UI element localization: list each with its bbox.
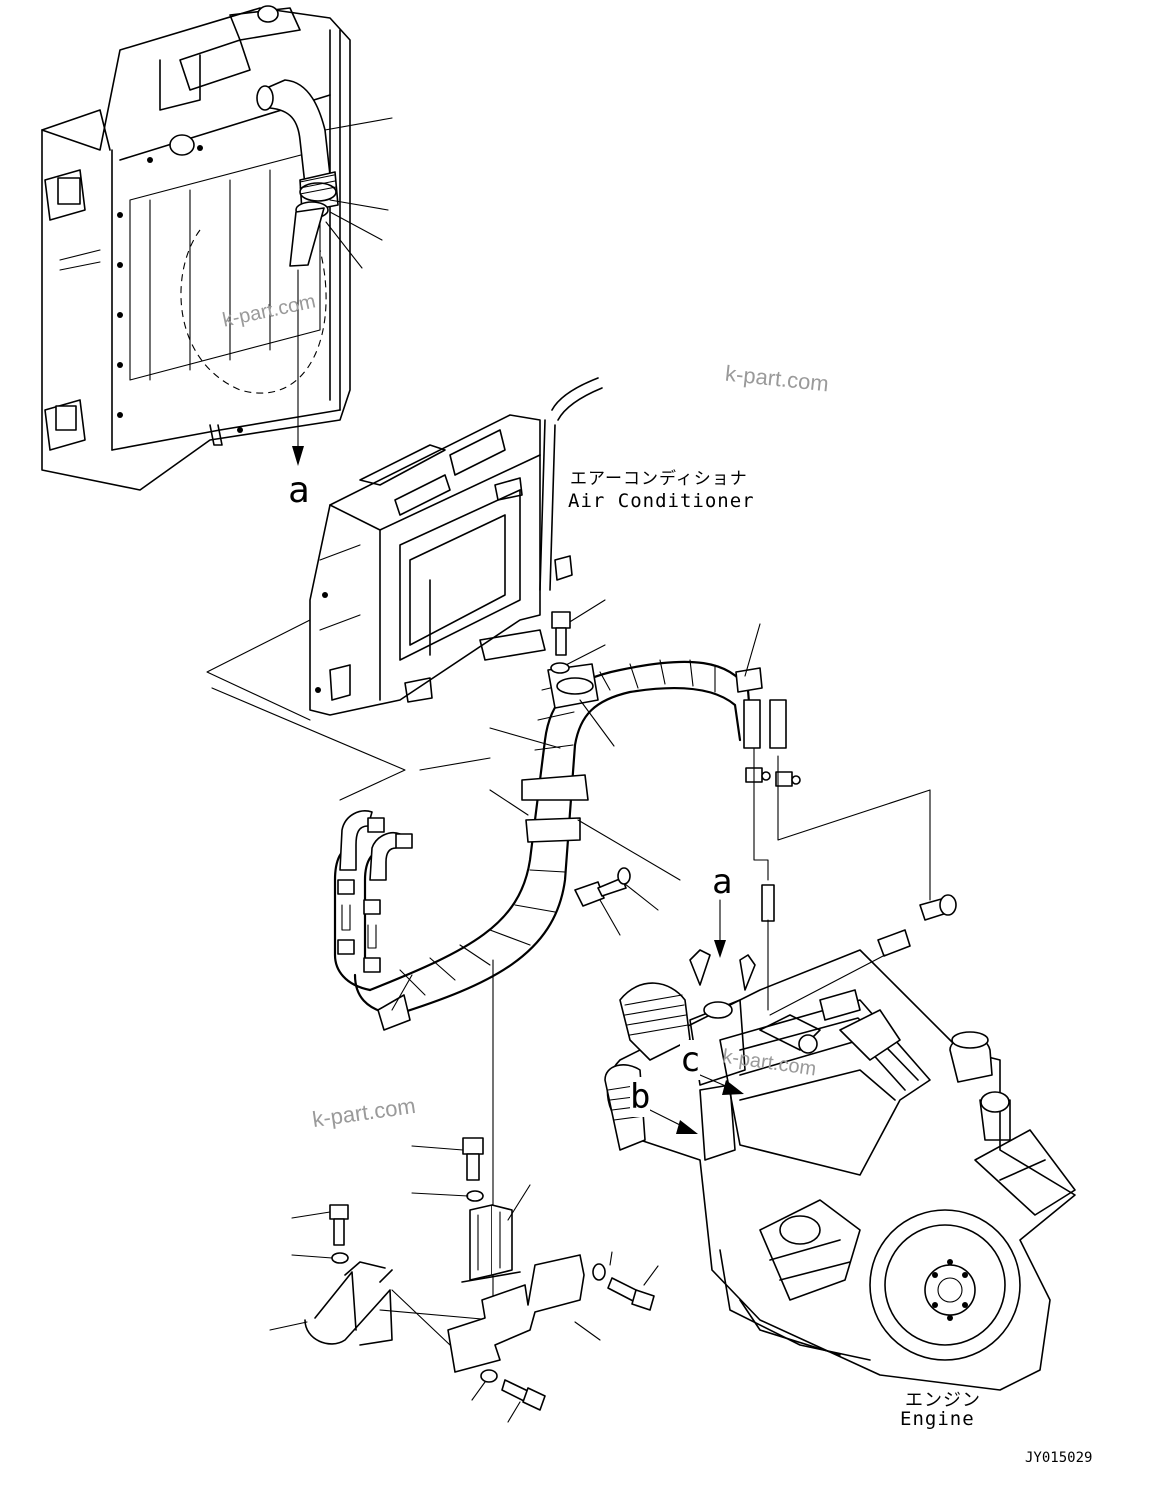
spiral-hose-harness [333,599,931,1321]
engine-label-jp: エンジン [905,1390,981,1411]
drawing-code: JY015029 [1025,1450,1093,1466]
air-conditioner-unit [206,377,603,801]
air-conditioner-label-jp: エアーコンディショナ [570,469,748,489]
engine-label-en: Engine [900,1408,975,1430]
mounting-brackets [269,1137,659,1423]
view-marker-b: b [630,1077,651,1117]
view-marker-a-engine: a [712,862,733,902]
air-conditioner-label-en: Air Conditioner [568,490,755,512]
view-marker-a-radiator: a [288,470,310,511]
view-marker-c: c [680,1040,701,1080]
radiator-assembly [41,5,393,491]
engine-assembly [604,884,1076,1391]
